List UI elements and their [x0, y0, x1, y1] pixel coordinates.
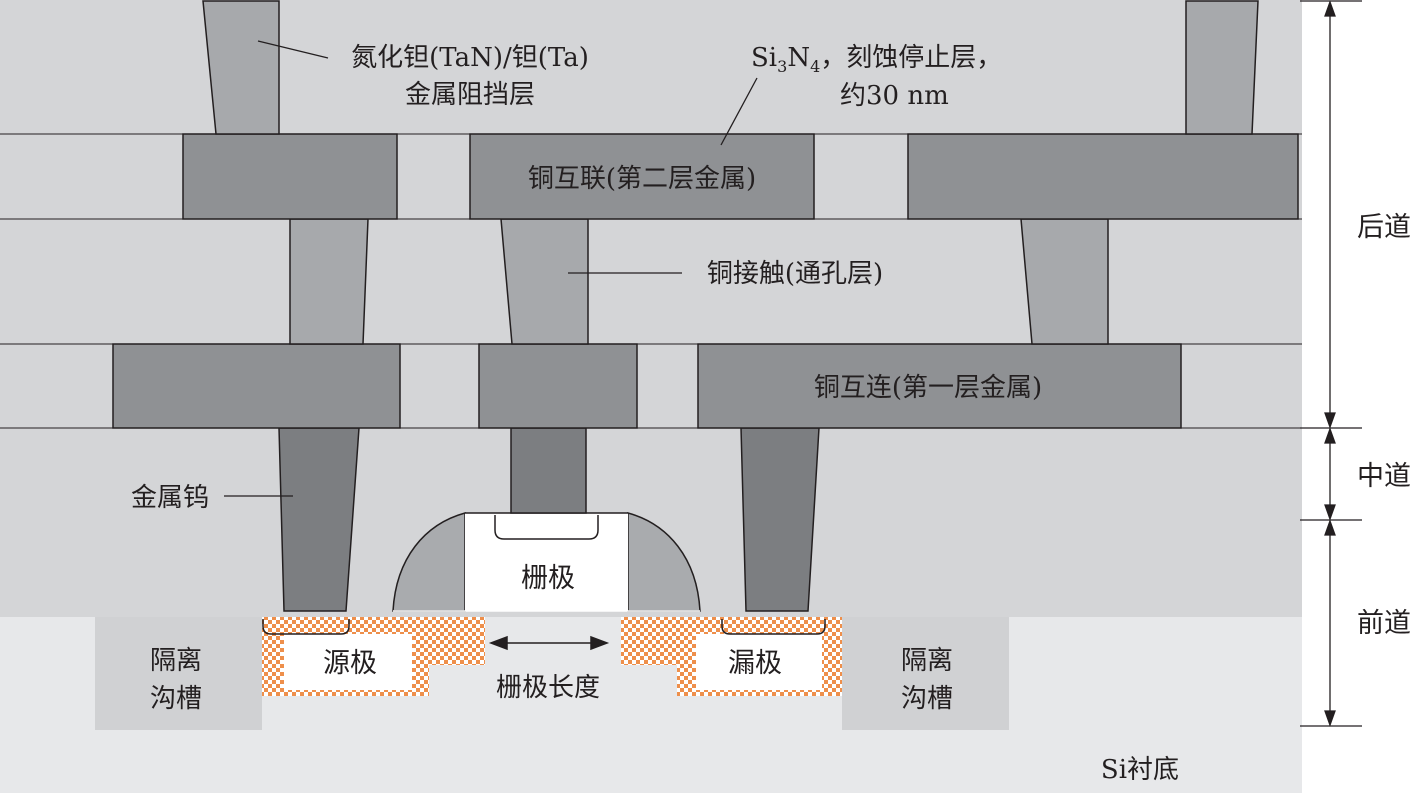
drain-label: 漏极 [728, 648, 782, 679]
beol-arrow-down [1324, 412, 1336, 429]
metal1-label: 铜互连(第一层金属) [814, 373, 1042, 403]
metal1-line-middle [478, 343, 638, 429]
metal2-line-middle [469, 133, 815, 220]
metal2-line-right [907, 133, 1299, 220]
barrier-label-line1: 氮化钽(TaN)/钽(Ta) [351, 43, 589, 73]
gate-silicide [494, 515, 599, 540]
drain-contact-region [696, 634, 822, 690]
via-right [1020, 218, 1109, 345]
arrowhead-right [590, 635, 610, 651]
beol-arrow-up [1324, 0, 1336, 17]
tungsten-plug-drain [740, 427, 820, 612]
trench-right-label-line2: 沟槽 [901, 684, 953, 714]
sin-suffix: ，刻蚀停止层， [820, 43, 1002, 73]
mol-label: 中道 [1357, 461, 1411, 492]
metal1-line-left [112, 343, 401, 429]
source-silicide [262, 619, 350, 635]
top-via-right [1185, 0, 1259, 135]
trench-left-label-line1: 隔离 [150, 646, 202, 676]
gate-spacer-left [392, 512, 466, 612]
isolation-trench-left [95, 617, 262, 730]
substrate-label: Si衬底 [1101, 755, 1179, 785]
beol-label: 后道 [1357, 212, 1411, 243]
via-left [289, 218, 369, 345]
feol-arrow-down [1324, 710, 1336, 727]
drain-silicide [721, 619, 826, 635]
metal2-label: 铜互联(第二层金属) [528, 164, 756, 194]
mol-arrow-up [1324, 427, 1336, 444]
tungsten-plug-source [278, 427, 360, 612]
sin-prefix: Si [751, 43, 777, 73]
trench-right-label-line1: 隔离 [901, 646, 953, 676]
isolation-trench-right [842, 617, 1009, 730]
feol-arrow-up [1324, 519, 1336, 536]
sin-subscript-1: 3 [777, 57, 787, 76]
barrier-leader [257, 40, 329, 59]
feol-label: 前道 [1357, 608, 1411, 639]
process-scale-bar [1300, 0, 1362, 727]
leader-lines [224, 40, 758, 497]
sin-leader [720, 77, 758, 146]
sin-subscript-2: 4 [810, 57, 820, 76]
gate-length-arrow [488, 635, 610, 651]
metal2-line-left [182, 133, 398, 220]
trench-left-label-line2: 沟槽 [150, 684, 202, 714]
source-contact-region [284, 634, 412, 690]
top-via-left [202, 0, 280, 135]
tungsten-label: 金属钨 [131, 483, 209, 513]
mol-arrow-down [1324, 504, 1336, 521]
sin-label-line1: Si3N4，刻蚀停止层， [751, 43, 1002, 76]
sin-mid: N [787, 43, 810, 73]
via-label: 铜接触(通孔层) [707, 259, 883, 289]
tungsten-plug-gate [510, 427, 587, 514]
gate-length-label: 栅极长度 [496, 673, 600, 703]
source-label: 源极 [323, 648, 377, 679]
arrowhead-left [488, 635, 508, 651]
gate-label: 栅极 [521, 563, 575, 594]
sin-label-line2: 约30 nm [840, 81, 949, 111]
metal1-line-right [697, 343, 1182, 429]
barrier-label-line2: 金属阻挡层 [405, 80, 535, 110]
via-middle [500, 218, 589, 345]
